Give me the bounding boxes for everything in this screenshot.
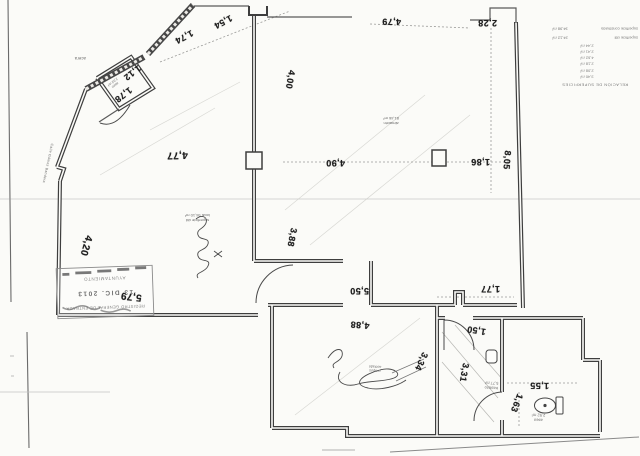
dimension-leader-lines	[159, 10, 579, 426]
stamp-registry-line: REGISTRO GENERAL DE ENTRADA	[66, 303, 145, 312]
main-room-label-line2: 81,46 m²	[383, 116, 399, 121]
room-hatch-lines	[441, 324, 504, 423]
dim-label-8-05: 8,05	[501, 150, 513, 171]
column-right	[431, 149, 447, 167]
areas-long-row-value: 34,98 m²	[552, 27, 568, 33]
areas-table-title: RELACIÓN DE SUPERFICIES	[561, 82, 629, 88]
main-room-label-line1: almacén	[383, 121, 399, 126]
dim-label-4-90: 4,90	[325, 158, 345, 168]
dim-label-2-28: 2,28	[477, 18, 497, 28]
wc-room-label-line1: aseo	[533, 417, 543, 423]
bathroom-fixtures	[485, 349, 564, 415]
wc-room-label-line2: 2,52 m²	[531, 412, 546, 419]
areas-table-row: 2,41 m²	[580, 49, 594, 55]
stamp-ink-bottom	[62, 305, 132, 313]
areas-long-row-label: superficie útil	[614, 35, 638, 41]
dim-label-1-77: 1,77	[480, 284, 500, 294]
dim-label-4-88: 4,88	[349, 319, 370, 331]
areas-long-row-label: superficie construida	[601, 27, 638, 33]
thin-wall-lines	[98, 5, 517, 123]
date-stamp	[55, 264, 155, 320]
areas-table: RELACIÓN DE SUPERFICIES 3,40 m² 2,08 m² …	[552, 26, 638, 88]
areas-table-row: 2,08 m²	[580, 68, 594, 74]
door-arc-wc	[473, 391, 503, 422]
store-room-label: trastero 5,77 m²	[484, 380, 498, 391]
areas-long-row-value: 24,12 m²	[552, 35, 568, 41]
sidewalk-label: acera	[74, 56, 86, 61]
column-left	[245, 151, 263, 170]
door-arc-room-d	[443, 319, 475, 351]
areas-table-row: 2,18 m²	[580, 62, 594, 68]
dim-label-1-86: 1,86	[470, 157, 490, 167]
store-room-label-line1: trastero	[484, 385, 499, 391]
signature-note-line2: acotado	[368, 363, 382, 369]
wc-room-label: aseo 2,52 m²	[531, 412, 546, 423]
dim-label-1-55: 1,55	[529, 380, 550, 391]
dim-label-4-79: 4,79	[381, 16, 402, 27]
signature-leader-lines	[391, 358, 427, 382]
areas-table-row: 2,44 m²	[580, 43, 594, 49]
wall-stub-top	[248, 6, 268, 16]
door-arcs	[99, 104, 503, 422]
signature-scribble-facade	[195, 216, 223, 279]
wall-columns	[245, 149, 447, 170]
walls	[55, 5, 602, 438]
facade-hatched-walls	[84, 2, 196, 92]
front-room-note-line2: local 94,10 m²	[184, 213, 210, 218]
store-room-label-line2: 5,77 m²	[484, 380, 499, 387]
door-arc-passage	[255, 264, 294, 304]
areas-table-row: 4,62 m²	[580, 55, 594, 61]
handwriting	[195, 216, 427, 390]
dim-label-5-50: 5,50	[349, 286, 369, 296]
front-room-note-line1: superficie útil	[185, 218, 210, 223]
signature-note: croquis acotado	[369, 364, 382, 373]
sink-icon	[485, 349, 498, 364]
front-room-note: superficie útil local 94,10 m²	[185, 213, 210, 223]
toilet-icon	[534, 396, 564, 415]
areas-table-long-row: superficie útil 24,12 m²	[552, 34, 638, 40]
areas-table-long-row: superficie construida 34,98 m²	[552, 26, 638, 32]
signature-note-line1: croquis	[369, 368, 381, 373]
signature-scribble-plan	[327, 349, 407, 390]
door-arc-front-room	[99, 104, 131, 125]
wall-outline	[55, 15, 602, 438]
dim-label-4-77: 4,77	[166, 149, 188, 161]
areas-table-row: 3,40 m²	[580, 74, 594, 80]
stamp-ink-top	[62, 266, 147, 276]
date-stamp-text: REGISTRO GENERAL DE ENTRADA 13 DIC. 2013…	[56, 266, 154, 319]
main-room-label: almacén 81,46 m²	[383, 116, 399, 126]
wall-hollow	[56, 15, 601, 437]
stamp-org: AYUNTAMIENTO	[83, 275, 126, 282]
stamp-date: 13 DIC. 2013	[76, 288, 134, 298]
